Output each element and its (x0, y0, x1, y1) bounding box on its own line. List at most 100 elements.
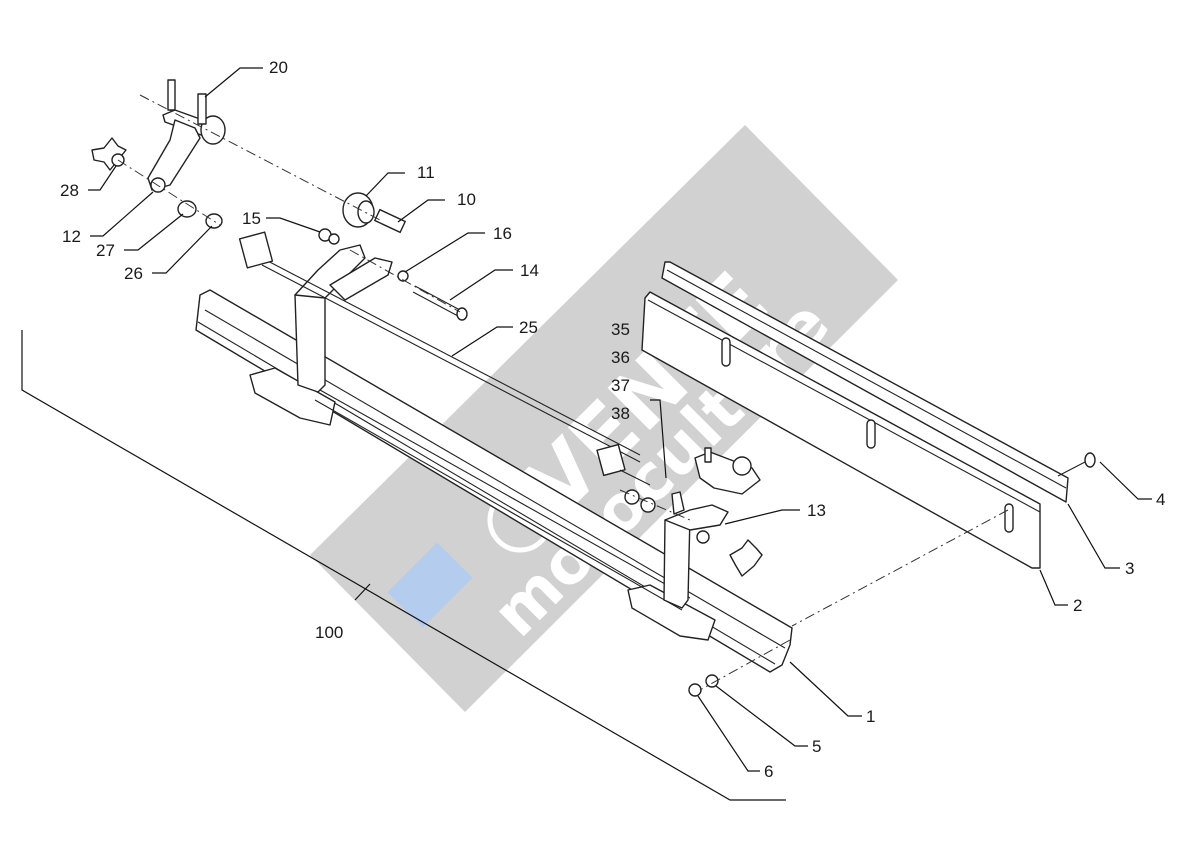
callout-16: 16 (493, 224, 512, 243)
callout-10: 10 (457, 190, 476, 209)
leader-5 (715, 685, 808, 747)
part-2-blade-edge (647, 299, 1041, 513)
rod-block-right (596, 443, 626, 477)
leader-15 (266, 217, 321, 233)
right-knob-icon (729, 539, 763, 577)
rod-block-left (238, 231, 274, 269)
callout-100: 100 (315, 623, 343, 642)
leader-28 (88, 165, 117, 191)
right-upright-arm (664, 504, 729, 531)
part-38-nut (624, 489, 640, 505)
leader-20 (204, 67, 263, 98)
fasteners (688, 452, 1096, 697)
part-13-pin-a (704, 447, 712, 463)
part-1-mount-plate-left (249, 367, 336, 426)
leader-13 (724, 509, 800, 525)
part-20-pin-b (197, 93, 207, 125)
leader-1 (789, 661, 862, 717)
callout-1: 1 (866, 707, 875, 726)
leader-38 (650, 399, 667, 479)
part-26-washer (205, 213, 223, 229)
part-20-pin-a (167, 79, 176, 111)
callout-4: 4 (1156, 490, 1165, 509)
part-13-bracket-hole (696, 530, 710, 544)
part-4-bolt-shaft (1057, 461, 1086, 477)
leader-10 (397, 199, 445, 223)
part-2-lower-blade (641, 291, 1041, 569)
callout-labels: 20 11 10 28 12 27 26 15 16 14 25 35 36 3… (60, 58, 1165, 781)
part-3-upper-blade (661, 261, 1069, 503)
part-5-washer (705, 674, 719, 688)
leader-4 (1099, 461, 1152, 500)
upper-left-assembly (91, 79, 468, 321)
leader-100 (354, 583, 371, 601)
part-1-channel-line-2 (314, 399, 683, 611)
part-14-bolt-shaft-a (414, 285, 461, 311)
part-13-roller (732, 456, 752, 476)
leader-25 (451, 326, 513, 357)
callout-20: 20 (269, 58, 288, 77)
slot-2 (866, 419, 876, 449)
leader-12 (90, 191, 154, 237)
part-6-nut (688, 683, 702, 697)
leader-3 (1067, 503, 1120, 569)
left-upright-bracket (294, 289, 326, 393)
callout-5: 5 (812, 737, 821, 756)
axis-nut (699, 639, 791, 691)
slot-1 (721, 337, 731, 367)
axis-top-pin (139, 94, 381, 221)
part-20-ring (200, 115, 226, 145)
axis-bolt-14 (349, 249, 461, 313)
callout-28: 28 (60, 181, 79, 200)
part-1-mount-plate-right (627, 584, 716, 641)
leader-27 (124, 213, 184, 251)
callout-38: 38 (611, 404, 630, 423)
leader-16 (404, 232, 485, 273)
right-mid-assembly (619, 447, 763, 577)
callout-2: 2 (1073, 596, 1082, 615)
part-35-shaft (619, 469, 651, 486)
part-14-bolt-head (456, 307, 468, 321)
part-14-bolt-shaft-b (412, 291, 459, 317)
rod-line-bottom (261, 264, 641, 463)
callout-3: 3 (1125, 559, 1134, 578)
callout-6: 6 (764, 762, 773, 781)
callout-26: 26 (124, 264, 143, 283)
slot-3 (1004, 503, 1014, 533)
leader-lines (88, 67, 1152, 772)
callout-27: 27 (96, 241, 115, 260)
part-37-washer (640, 497, 656, 513)
callout-36: 36 (611, 348, 630, 367)
watermark-stripes-icon (387, 542, 473, 628)
callout-25: 25 (519, 318, 538, 337)
callout-13: 13 (807, 501, 826, 520)
part-10-sleeve (374, 208, 406, 234)
scraper-blades (641, 261, 1069, 569)
part-3-blade-edge (666, 269, 1067, 489)
callout-35: 35 (611, 320, 630, 339)
callout-11: 11 (417, 163, 435, 182)
callout-37: 37 (611, 376, 630, 395)
axis-fittings (619, 489, 691, 521)
part-100-bracket-line (21, 330, 786, 801)
assembly-axis-lines (117, 94, 1009, 691)
left-upright-arm-2 (329, 257, 393, 301)
callout-15: 15 (242, 209, 261, 228)
part-25-rod (238, 231, 641, 477)
callout-12: 12 (62, 227, 81, 246)
leader-26 (152, 225, 213, 274)
axis-blade-bolt (791, 509, 1009, 627)
part-36-grease-fitting (671, 491, 685, 515)
part-15-washer (328, 233, 340, 245)
leader-11 (365, 172, 405, 197)
rod-line-top (261, 257, 641, 456)
leader-6 (697, 695, 760, 772)
leader-14 (449, 269, 513, 301)
callout-14: 14 (520, 261, 539, 280)
part-27-bushing (177, 200, 197, 218)
leader-2 (1039, 569, 1068, 606)
part-11-roller-face (357, 200, 375, 224)
axis-knob (117, 159, 221, 226)
part-16-washer (397, 270, 409, 282)
